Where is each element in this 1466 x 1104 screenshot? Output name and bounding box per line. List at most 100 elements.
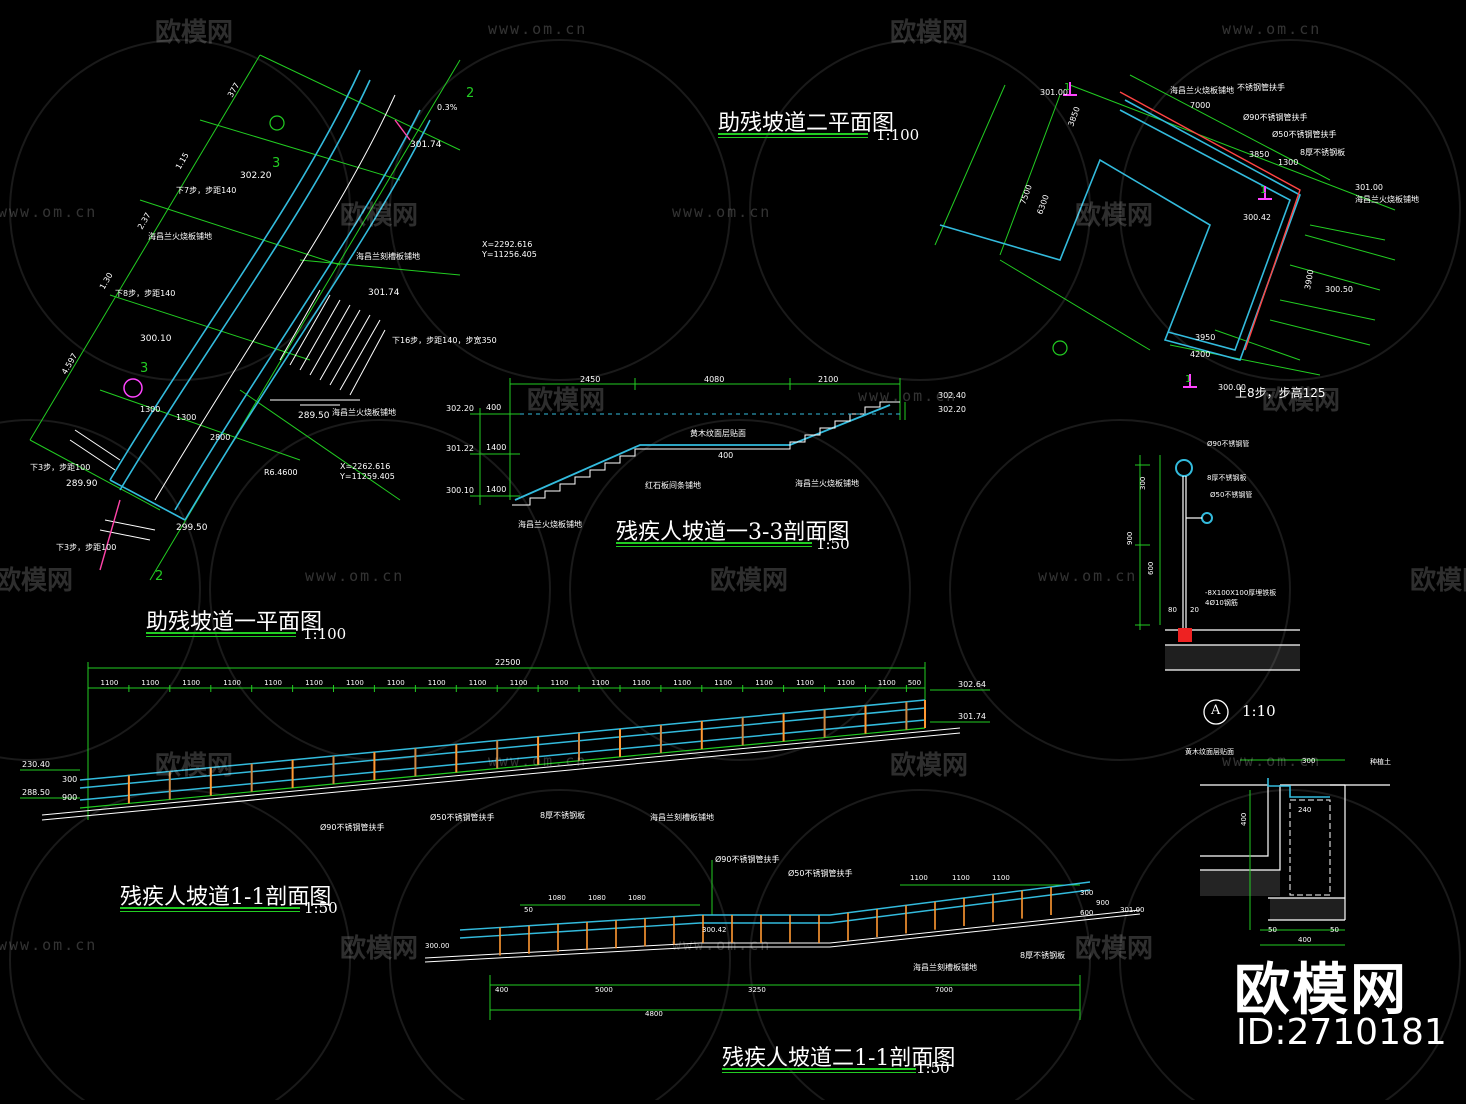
detailA-dim-0: 300 <box>1139 477 1147 490</box>
sec11a-segment-dim: 1100 <box>428 679 446 687</box>
sec33-elev-l2: 300.10 <box>446 486 474 495</box>
watermark-logo: 欧模网 <box>527 386 606 416</box>
plan1-elev-1: 301.74 <box>410 140 442 150</box>
sec11a-segment-dim: 1100 <box>101 679 119 687</box>
sec11b-tl-2: 1080 <box>588 894 606 902</box>
title-plan1-underline <box>146 632 296 637</box>
sec11b-tl-0: 50 <box>524 906 533 914</box>
sec11b-note-0: Ø90不锈钢管扶手 <box>715 854 779 864</box>
sec11b-bd-total: 4800 <box>645 1010 663 1018</box>
sec11a-elev-l1: 288.50 <box>22 788 50 797</box>
detailB-dim-2: 400 <box>1240 813 1248 826</box>
plan1-note-7: 海昌兰火烧板铺地 <box>332 407 396 417</box>
watermark-url: www.om.cn <box>1222 752 1322 770</box>
plan1-marker-3b: 3 <box>140 361 148 376</box>
detailA-dim-3: 80 <box>1168 606 1177 614</box>
detailB-dim-4: 50 <box>1268 926 1277 934</box>
plan2-dim-3: 3850 <box>1249 150 1269 159</box>
sec11b-tl-1: 1080 <box>548 894 566 902</box>
title-sec11b-underline <box>722 1068 916 1073</box>
sec11a-total: 22500 <box>495 658 520 667</box>
sec33-note-2: 红石板间条铺地 <box>645 480 701 490</box>
watermark-logo: 欧模网 <box>1410 566 1466 596</box>
watermark-logo: 欧模网 <box>155 751 234 781</box>
sec11a-segment-dim: 1100 <box>223 679 241 687</box>
sec33-elev-l0: 302.20 <box>446 404 474 413</box>
sec33-dim-2: 2100 <box>818 375 838 384</box>
plan1-dim-4: 4.597 <box>60 352 79 376</box>
plan2-dim-8: 300.50 <box>1325 285 1353 294</box>
sec11b-bd-1: 5000 <box>595 986 613 994</box>
plan2-dim-4: 1300 <box>1278 158 1298 167</box>
sec33-elev-l1: 301.22 <box>446 444 474 453</box>
brand-id: ID:2710181 <box>1236 1012 1447 1053</box>
sec11b-posts <box>499 887 1052 956</box>
watermark-url: www.om.cn <box>0 936 98 954</box>
sec11a-segment-dim: 1100 <box>264 679 282 687</box>
title-plan1: 助残坡道一平面图 <box>146 610 323 635</box>
watermark-url: www.om.cn <box>488 752 588 770</box>
sec11b-elev-1: 300.42 <box>702 926 727 934</box>
plan1-elev-6: 299.50 <box>176 523 208 533</box>
sec11b-h-1: 600 <box>1080 909 1093 917</box>
sec11a-segment-dim: 1100 <box>673 679 691 687</box>
plan1-elev-4: 289.90 <box>66 479 98 489</box>
sec33-note-3: 海昌兰火烧板铺地 <box>795 478 859 488</box>
watermark-logo: 欧模网 <box>890 751 969 781</box>
plan2-dim-6: 300.42 <box>1243 213 1271 222</box>
sec11a-segment-dim: 1100 <box>837 679 855 687</box>
title-plan2: 助残坡道二平面图 <box>718 111 895 136</box>
plan2-note-5: 海昌兰火烧板铺地 <box>1355 194 1419 204</box>
sec33-note-0: 黄木纹面层贴面 <box>690 428 746 438</box>
watermark-url: www.om.cn <box>672 936 772 954</box>
sec11a-segment-dim: 500 <box>908 679 921 687</box>
sec33-dim-5: 1400 <box>486 485 506 494</box>
scale-sec11b: 1:50 <box>916 1059 950 1077</box>
sec11b-tr-2: 1100 <box>992 874 1010 882</box>
plan1-elev-3: 300.10 <box>140 334 172 344</box>
scale-sec11a: 1:50 <box>304 899 338 917</box>
detailB-drawing: 黄木纹面层贴面 种植土 300 240 400 400 50 50 <box>1185 747 1391 946</box>
sec11a-segment-dim: 1100 <box>182 679 200 687</box>
scale-detailA: 1:10 <box>1242 702 1276 720</box>
title-plan2-underline <box>718 133 868 138</box>
plan1-note-3: 海昌兰刻槽板铺地 <box>356 251 420 261</box>
detailB-note-1: 种植土 <box>1370 757 1391 766</box>
title-sec33: 残疾人坡道一3-3剖面图 <box>616 520 850 545</box>
plan1-marker-2b: 2 <box>155 569 163 584</box>
sec11b-elev-2: 301.00 <box>1120 906 1145 914</box>
plan2-note-4: 8厚不锈钢板 <box>1300 147 1345 157</box>
sec11b-h-0: 300 <box>1080 889 1093 897</box>
watermark-logo: 欧模网 <box>0 566 74 596</box>
plan2-dim-7: 3900 <box>1303 269 1315 291</box>
plan1-dim-8: R6.4600 <box>264 468 298 477</box>
sec11a-drawing: 1100 1100 1100 1100 1100 1100 1100 1100 1100 1100… <box>20 658 990 832</box>
sec33-drawing: 2450 4080 2100 400 1400 1400 302.20 301.… <box>446 375 966 529</box>
watermark-logo: 欧模网 <box>1262 386 1341 416</box>
title-sec33-underline <box>616 542 812 547</box>
detailB-note-0: 黄木纹面层贴面 <box>1185 747 1234 756</box>
plan1-marker-2a: 2 <box>466 86 474 101</box>
detailB-dim-1: 240 <box>1298 806 1311 814</box>
watermark-logo: 欧模网 <box>1075 201 1154 231</box>
title-sec11a: 残疾人坡道1-1剖面图 <box>120 885 332 910</box>
watermark-logo: 欧模网 <box>1075 934 1154 964</box>
sec33-note-1: 400 <box>718 451 733 460</box>
sec11a-segment-dim: 1100 <box>387 679 405 687</box>
sec11a-segment-dim: 1100 <box>592 679 610 687</box>
detailB-dim-3: 400 <box>1298 936 1311 944</box>
plan2-marker-2: 1 <box>1185 374 1191 385</box>
plan1-slope: 0.3% <box>437 103 458 112</box>
sec11b-bd-0: 400 <box>495 986 508 994</box>
plan2-dim-1: 3850 <box>1066 105 1081 127</box>
sec11b-tr-1: 1100 <box>952 874 970 882</box>
watermark-logo: 欧模网 <box>710 566 789 596</box>
sec11a-segment-dim: 1100 <box>469 679 487 687</box>
sec33-dim-1: 4080 <box>704 375 724 384</box>
sec11a-posts <box>127 700 926 804</box>
plan2-note-3: Ø50不锈钢管扶手 <box>1272 129 1336 139</box>
sec11a-note-2: 8厚不锈钢板 <box>540 810 585 820</box>
plan1-note-4: 下16步，步距140，步宽350 <box>392 335 497 345</box>
